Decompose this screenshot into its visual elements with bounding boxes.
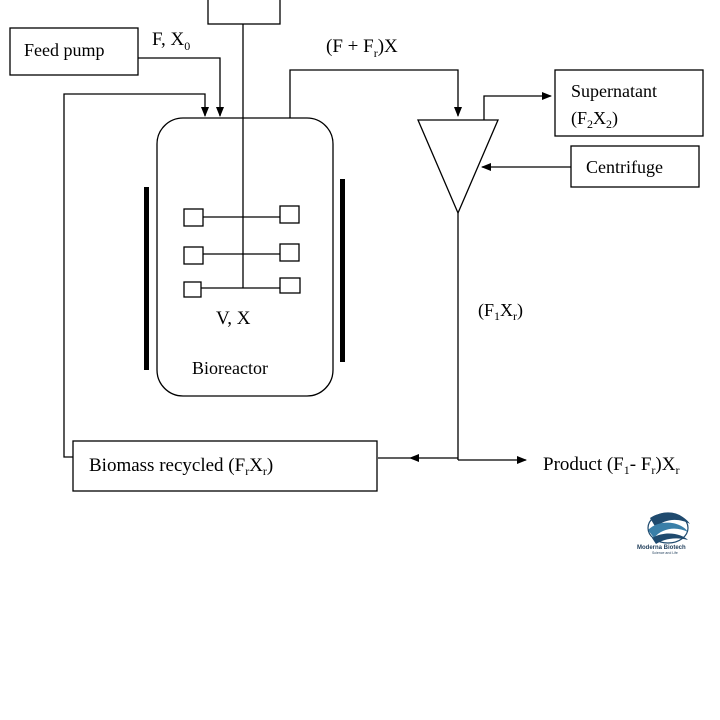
bioreactor-label: Bioreactor (192, 358, 268, 378)
feed-flow-label: F, X0 (152, 29, 190, 53)
jacket-left (144, 187, 149, 370)
centrifuge-label: Centrifuge (586, 157, 663, 177)
biomass-recycle-box (72, 440, 378, 492)
feed-line (138, 57, 224, 117)
recycle-return-line (63, 93, 209, 458)
reactor-state-label: V, X (216, 308, 251, 329)
underflow-label: (F1Xr) (478, 300, 523, 323)
impeller-middle (183, 243, 300, 265)
centrifuge-box (570, 145, 700, 188)
supernatant-label: Supernatant (571, 81, 657, 101)
feed-pump-label: Feed pump (24, 40, 105, 60)
centrifuge-cone (417, 119, 499, 215)
bioreactor-vessel (156, 117, 334, 397)
logo-tagline: Science and Life (652, 551, 678, 555)
logo-name: Moderna Biotech (637, 545, 686, 551)
product-label: Product (F1- Fr)Xr (543, 454, 679, 477)
outlet-flow-label: (F + Fr)X (326, 36, 398, 60)
moderna-biotech-logo: Moderna Biotech Science and Life (637, 512, 690, 555)
outlet-line (289, 69, 462, 118)
jacket-right (340, 179, 345, 362)
dna-helix-icon (647, 512, 690, 544)
biomass-recycle-label: Biomass recycled (FrXr) (89, 455, 273, 478)
motor-box (207, 0, 281, 25)
impeller-top (183, 205, 300, 227)
impeller-bottom (183, 277, 301, 298)
supernatant-line (483, 92, 552, 120)
supernatant-box (554, 69, 704, 137)
feed-pump-box (9, 27, 139, 76)
supernatant-flow-label: (F2X2) (571, 108, 618, 131)
